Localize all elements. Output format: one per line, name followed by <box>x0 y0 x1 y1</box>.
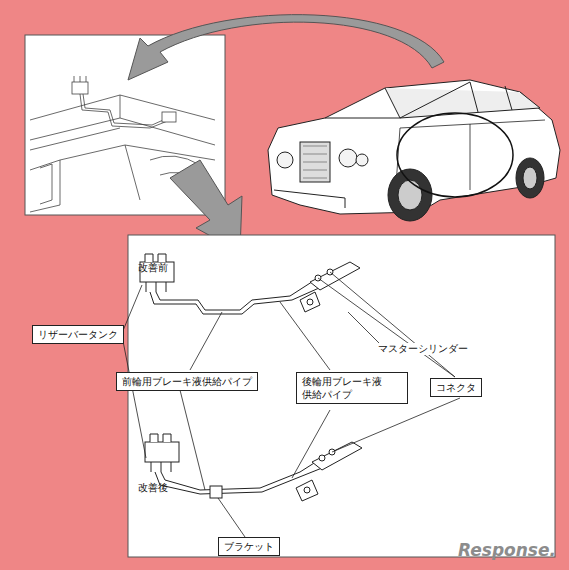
car-illustration <box>268 80 560 221</box>
detail-panel <box>128 235 555 557</box>
callout-box: 前輪用ブレーキ液供給パイプ <box>116 372 258 391</box>
callout-box: 後輪用ブレーキ液 供給パイプ <box>296 372 408 404</box>
callout-box: リザーバータンク <box>32 325 124 344</box>
callout-text: リザーバータンク <box>38 328 118 341</box>
callout-text: ブラケット <box>224 540 274 553</box>
watermark: Response. <box>458 540 556 560</box>
state-label: 改善前 <box>138 262 168 274</box>
callout-text: 前輪用ブレーキ液供給パイプ <box>122 375 252 388</box>
callout-text: 後輪用ブレーキ液 供給パイプ <box>302 375 402 401</box>
leader-lines <box>122 272 460 537</box>
part-name: マスターシリンダー <box>378 343 468 355</box>
callout-box: コネクタ <box>430 378 482 397</box>
state-label: 改善後 <box>138 482 168 494</box>
callout-text: コネクタ <box>436 381 476 394</box>
callout-box: ブラケット <box>218 537 280 556</box>
curved-arrow <box>128 15 444 80</box>
